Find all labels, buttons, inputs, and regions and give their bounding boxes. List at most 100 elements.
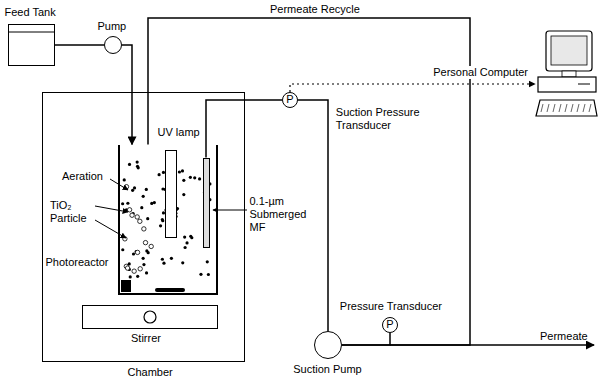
particle-dot xyxy=(142,195,145,198)
node-label: Stirrer xyxy=(131,332,181,345)
bubble xyxy=(138,219,142,223)
particle-dot xyxy=(136,275,139,278)
node-label: Photoreactor xyxy=(46,256,116,269)
air-diffuser xyxy=(121,280,131,292)
suction-pump: Suction Pump xyxy=(314,331,342,359)
particle-dot xyxy=(198,177,201,180)
membrane-module: 0.1-µm Submerged MF xyxy=(203,158,210,248)
pipe-line xyxy=(342,333,390,345)
node-label: 0.1-µm Submerged MF xyxy=(250,195,324,234)
particle-dot xyxy=(142,263,145,266)
particle-dot xyxy=(136,165,139,168)
personal-computer: Personal Computer xyxy=(535,30,597,120)
bubble xyxy=(127,208,131,212)
key-row xyxy=(541,104,543,112)
keys xyxy=(541,104,591,112)
particle-dot xyxy=(126,202,129,205)
key-row xyxy=(565,104,567,112)
bubble xyxy=(143,240,147,244)
signal-line xyxy=(290,84,535,92)
node-label: Pressure Transducer xyxy=(340,300,450,313)
key-row xyxy=(589,104,591,112)
key-row xyxy=(547,104,549,112)
photoreactor-vessel: PhotoreactorUV lamp0.1-µm Submerged MF xyxy=(118,145,218,295)
pipe-line xyxy=(148,18,470,345)
key-row xyxy=(571,104,573,112)
particle-dot xyxy=(136,161,139,164)
particle-dot xyxy=(207,273,210,276)
particle-dot xyxy=(185,241,188,244)
particle-dot xyxy=(184,246,187,249)
pipe-line xyxy=(122,45,132,145)
callout-label: Aeration xyxy=(62,170,112,183)
keyboard xyxy=(536,100,597,116)
particle-dot xyxy=(145,188,148,191)
particle-dot xyxy=(133,186,136,189)
bubble xyxy=(135,250,139,254)
particle-dot xyxy=(183,235,186,238)
particle-dot xyxy=(161,258,164,261)
particle-dot xyxy=(142,257,145,260)
particle-dot xyxy=(159,224,162,227)
particle-dot xyxy=(150,202,153,205)
feed-tank: Feed Tank xyxy=(8,24,55,66)
screen xyxy=(551,36,587,65)
node-label: Personal Computer xyxy=(430,66,530,79)
particle-dot xyxy=(189,176,192,179)
tank-lid xyxy=(8,32,55,33)
air-bubbles xyxy=(123,185,154,274)
stand xyxy=(562,71,576,77)
particle-dot xyxy=(170,257,173,260)
particle-dot xyxy=(132,252,135,255)
bubble xyxy=(142,227,146,231)
leader-line xyxy=(213,210,247,211)
particle-dot xyxy=(158,173,161,176)
node-label: Suction Pressure Transducer xyxy=(336,106,432,132)
key-row xyxy=(577,104,579,112)
particle-dot xyxy=(162,262,165,265)
chamber-box: ChamberPhotoreactorUV lamp0.1-µm Submerg… xyxy=(42,92,245,362)
particle-dot xyxy=(206,260,209,263)
bubble xyxy=(132,269,136,273)
pressure-transducer: PSuction Pressure Transducer xyxy=(282,92,298,108)
stream-label: Permeate xyxy=(540,330,596,343)
stir-bar xyxy=(155,288,185,292)
particle-dot xyxy=(129,275,132,278)
cpu-box xyxy=(538,77,596,92)
stirrer-knob xyxy=(144,311,156,323)
monitor xyxy=(546,31,592,71)
drive-slot xyxy=(578,84,590,85)
particle-dot xyxy=(161,218,164,221)
pressure-transducer: PPressure Transducer xyxy=(382,317,398,333)
particle-dot xyxy=(178,170,181,173)
edge-label: Permeate Recycle xyxy=(270,3,380,16)
particle-dot xyxy=(121,202,124,205)
particle-dot xyxy=(145,271,148,274)
node-label: Suction Pump xyxy=(288,363,368,376)
computer-icon xyxy=(536,31,597,116)
transducer-symbol: P xyxy=(382,318,398,331)
leader-line xyxy=(95,206,128,212)
key-row xyxy=(583,104,585,112)
leader-line xyxy=(95,220,126,238)
particle-dot xyxy=(181,261,184,264)
particle-dot xyxy=(182,193,185,196)
particle-dot xyxy=(189,235,192,238)
particle-dot xyxy=(199,273,202,276)
particle-dot xyxy=(145,249,148,252)
pipe-line xyxy=(55,44,104,46)
key-row xyxy=(553,104,555,112)
bubble xyxy=(130,213,134,217)
particle-dot xyxy=(140,206,143,209)
particle-dot xyxy=(193,176,196,179)
bubble xyxy=(125,266,129,270)
node-label: Feed Tank xyxy=(5,6,69,19)
node-label: Pump xyxy=(98,20,138,33)
particle-dot xyxy=(123,178,126,181)
bubble xyxy=(135,215,139,219)
bubble xyxy=(149,244,153,248)
feed-pump: Pump xyxy=(104,36,122,54)
particle-dot xyxy=(181,169,184,172)
node-label: UV lamp xyxy=(158,126,208,139)
